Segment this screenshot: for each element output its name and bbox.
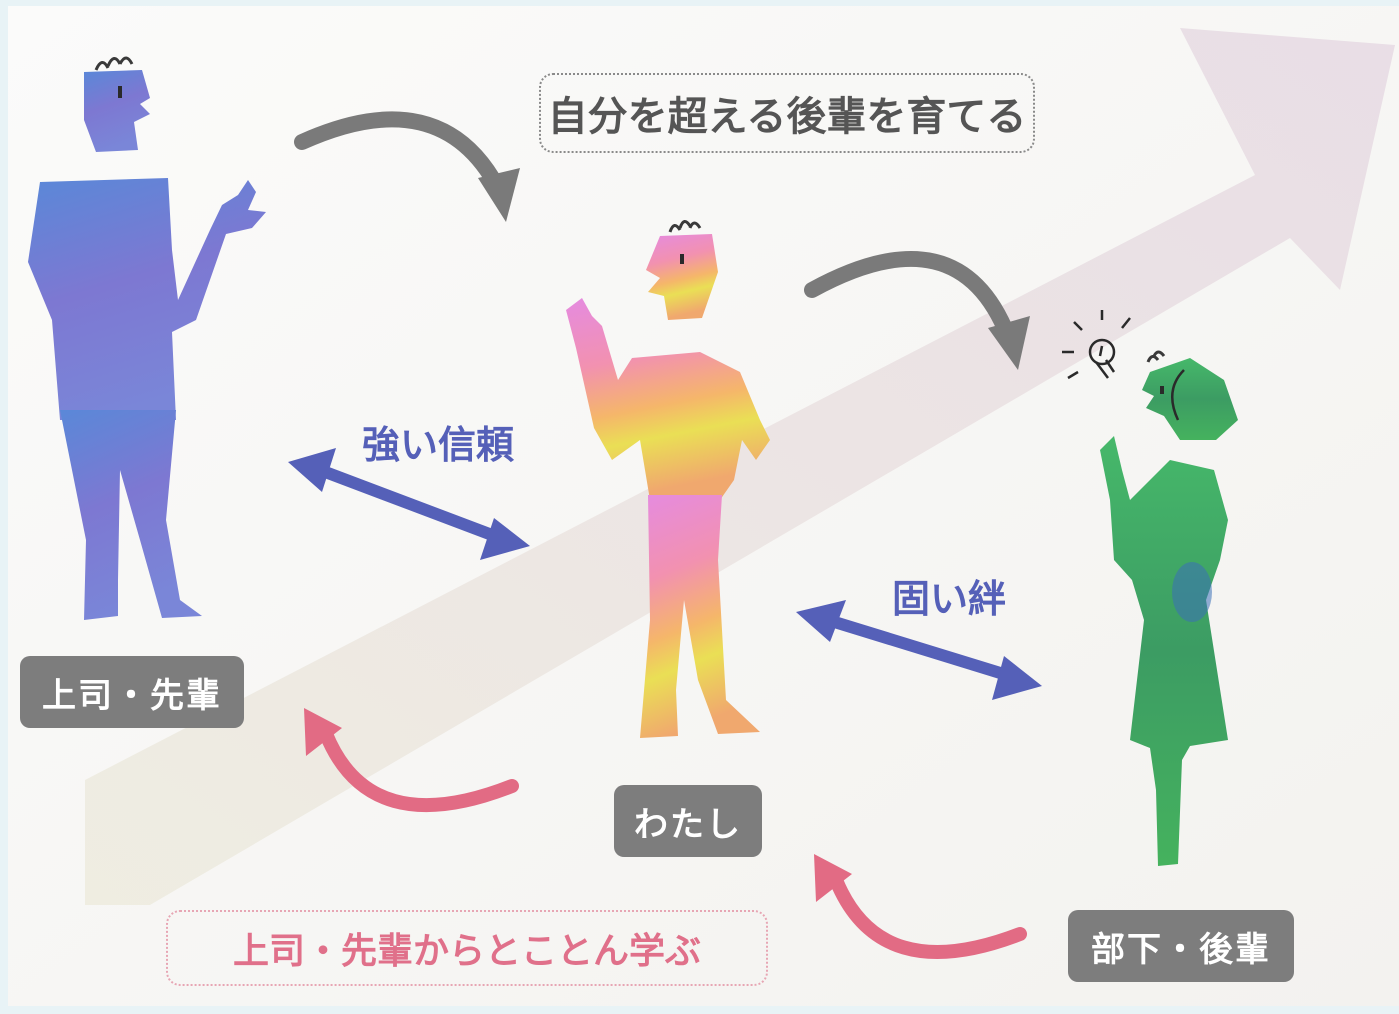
lightbulb-icon (1062, 310, 1131, 380)
bottom-caption-box: 上司・先輩からとことん学ぶ (166, 910, 768, 986)
gray-arrow-me-to-junior (804, 251, 1030, 370)
bottom-caption-text: 上司・先輩からとことん学ぶ (232, 931, 701, 972)
growth-arrow (85, 28, 1395, 905)
me-figure (566, 220, 770, 738)
gray-arrow-boss-to-me (294, 111, 520, 222)
me-label: わたし (614, 785, 762, 857)
junior-label: 部下・後輩 (1068, 910, 1294, 982)
pink-arrow-me-to-boss (304, 708, 519, 812)
relation-firm-bond: 固い絆 (892, 577, 1007, 621)
pink-arrow-junior-to-me (814, 854, 1027, 959)
junior-figure (1100, 350, 1238, 866)
boss-label: 上司・先輩 (20, 656, 244, 728)
double-arrow-me-junior (796, 600, 1042, 700)
relation-strong-trust: 強い信頼 (362, 423, 515, 467)
title-text: 自分を超える後輩を育てる (547, 94, 1027, 140)
double-arrow-boss-me (288, 448, 530, 560)
title-box: 自分を超える後輩を育てる (539, 73, 1035, 153)
boss-figure (28, 56, 266, 620)
